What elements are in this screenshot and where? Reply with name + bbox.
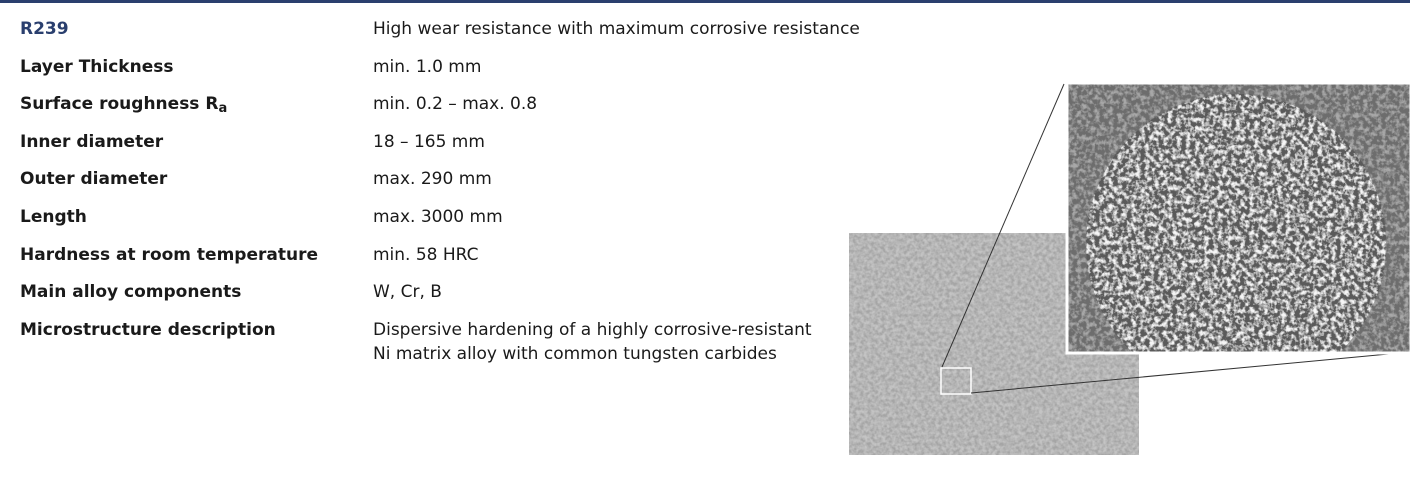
spec-label: Layer Thickness [20, 56, 174, 77]
spec-row-microstructure: Microstructure description Dispersive ha… [20, 313, 840, 366]
spec-value: max. 3000 mm [373, 206, 503, 227]
product-tagline: High wear resistance with maximum corros… [373, 19, 860, 39]
spec-label: Length [20, 206, 87, 227]
spec-label-subscript: a [218, 101, 228, 117]
zoom-line-top [941, 83, 1065, 368]
spec-label: Main alloy components [20, 282, 242, 303]
spec-label: Microstructure description [20, 319, 276, 340]
spec-row-hardness: Hardness at room temperature min. 58 HRC [20, 238, 840, 276]
spec-row-inner-diameter: Inner diameter 18 – 165 mm [20, 125, 840, 163]
spec-label: Surface roughness Ra [20, 92, 373, 121]
spec-value: min. 1.0 mm [373, 56, 482, 77]
spec-value: min. 0.2 – max. 0.8 [373, 94, 538, 115]
spec-row-surface-roughness: Surface roughness Ra min. 0.2 – max. 0.8 [20, 87, 840, 125]
spec-table: R239 High wear resistance with maximum c… [20, 12, 860, 366]
spec-value: Dispersive hardening of a highly corrosi… [373, 319, 812, 364]
zoom-line-bottom [970, 351, 1410, 394]
spec-row-length: Length max. 3000 mm [20, 200, 840, 238]
top-rule [0, 0, 1410, 3]
spec-label-text: Surface roughness R [20, 94, 219, 115]
spec-value: 18 – 165 mm [373, 131, 485, 152]
zoom-region-marker [940, 367, 972, 395]
spec-row-layer-thickness: Layer Thickness min. 1.0 mm [20, 50, 840, 88]
micrograph-low-mag [849, 233, 1139, 455]
spec-value: min. 58 HRC [373, 244, 479, 265]
spec-label: Inner diameter [20, 131, 164, 152]
product-row: R239 High wear resistance with maximum c… [20, 12, 860, 50]
product-code: R239 [20, 19, 69, 39]
micrograph-high-mag [1065, 81, 1410, 355]
spec-row-alloy-components: Main alloy components W, Cr, B [20, 275, 840, 313]
spec-row-outer-diameter: Outer diameter max. 290 mm [20, 162, 840, 200]
spec-value: max. 290 mm [373, 169, 492, 190]
spec-label: Outer diameter [20, 169, 168, 190]
spec-value: W, Cr, B [373, 282, 442, 303]
spec-label: Hardness at room temperature [20, 244, 318, 265]
